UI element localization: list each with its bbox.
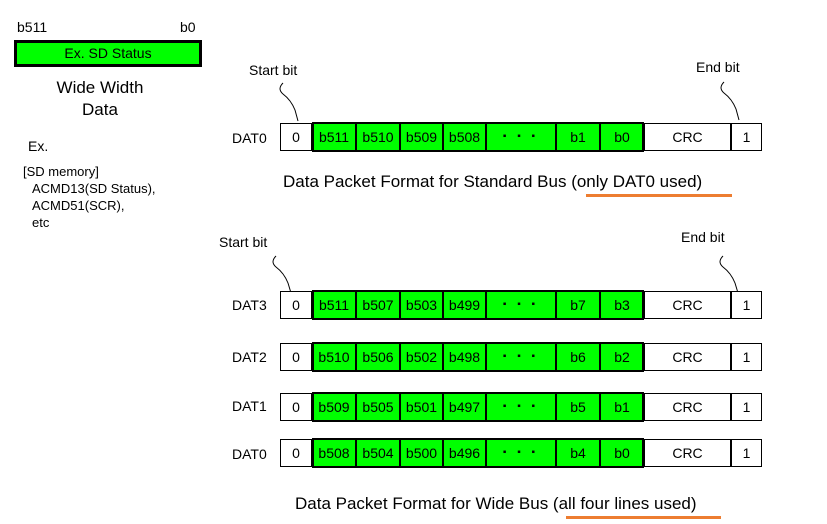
sd-status-box: Ex. SD Status	[14, 40, 202, 67]
wide-row-label: DAT3	[232, 297, 267, 313]
data-bit-cell: b506	[356, 343, 400, 371]
wide-row-label: DAT0	[232, 446, 267, 462]
wide-caption-note: (all four lines used)	[552, 494, 697, 513]
ellipsis-cell: ▪ ▪ ▪	[486, 123, 556, 151]
data-bit-cell: b502	[400, 343, 443, 371]
standard-start-pointer	[279, 82, 299, 122]
start-bit-cell: 0	[280, 393, 312, 421]
data-bit-cell: b3	[600, 291, 644, 319]
example-line-3: etc	[32, 215, 50, 230]
crc-cell: CRC	[644, 343, 731, 371]
data-bit-cell: b2	[600, 343, 644, 371]
wide-end-bit-label: End bit	[681, 229, 725, 245]
data-bit-cell: b503	[400, 291, 443, 319]
wide-start-pointer	[272, 255, 292, 294]
crc-cell: CRC	[644, 439, 731, 467]
ellipsis-cell: ▪ ▪ ▪	[486, 291, 556, 319]
data-bit-cell: b7	[556, 291, 600, 319]
standard-caption: Data Packet Format for Standard Bus (onl…	[283, 172, 702, 192]
data-bit-cell: b508	[312, 439, 356, 467]
data-bit-cell: b507	[356, 291, 400, 319]
data-bit-cell: b511	[312, 123, 356, 151]
end-bit-cell: 1	[731, 393, 762, 421]
start-bit-cell: 0	[280, 123, 312, 151]
end-bit-cell: 1	[731, 291, 762, 319]
data-bit-cell: b1	[600, 393, 644, 421]
bit-high-label: b511	[17, 19, 48, 35]
data-bit-cell: b505	[356, 393, 400, 421]
data-bit-cell: b0	[600, 439, 644, 467]
wide-row-label: DAT2	[232, 349, 267, 365]
standard-end-pointer	[720, 81, 740, 121]
data-bit-cell: b508	[443, 123, 486, 151]
ellipsis-cell: ▪ ▪ ▪	[486, 393, 556, 421]
bit-low-label: b0	[180, 19, 196, 35]
data-bit-cell: b496	[443, 439, 486, 467]
standard-end-bit-label: End bit	[696, 59, 740, 75]
data-bit-cell: b509	[400, 123, 443, 151]
data-bit-cell: b511	[312, 291, 356, 319]
data-bit-cell: b498	[443, 343, 486, 371]
wide-width-line2: Data	[82, 100, 118, 119]
data-bit-cell: b510	[312, 343, 356, 371]
end-bit-cell: 1	[731, 123, 762, 151]
data-bit-cell: b4	[556, 439, 600, 467]
data-bit-cell: b504	[356, 439, 400, 467]
wide-start-bit-label: Start bit	[219, 234, 268, 250]
wide-end-pointer	[719, 255, 739, 294]
example-line-1: ACMD13(SD Status),	[32, 181, 156, 196]
wide-packet-dat1: 0 b509 b505 b501 b497 ▪ ▪ ▪ b5 b1 CRC 1	[280, 392, 762, 422]
ellipsis-cell: ▪ ▪ ▪	[486, 343, 556, 371]
wide-packet-dat0: 0 b508 b504 b500 b496 ▪ ▪ ▪ b4 b0 CRC 1	[280, 438, 762, 468]
data-bit-cell: b510	[356, 123, 400, 151]
crc-cell: CRC	[644, 393, 731, 421]
start-bit-cell: 0	[280, 291, 312, 319]
wide-packet-dat3: 0 b511 b507 b503 b499 ▪ ▪ ▪ b7 b3 CRC 1	[280, 290, 762, 320]
standard-row-label: DAT0	[232, 130, 267, 146]
data-bit-cell: b499	[443, 291, 486, 319]
start-bit-cell: 0	[280, 343, 312, 371]
wide-caption-main: Data Packet Format for Wide Bus	[295, 494, 553, 513]
data-bit-cell: b1	[556, 123, 600, 151]
example-line-0: [SD memory]	[23, 164, 99, 179]
ellipsis-cell: ▪ ▪ ▪	[486, 439, 556, 467]
standard-caption-underline	[586, 194, 732, 197]
crc-cell: CRC	[644, 123, 731, 151]
data-bit-cell: b500	[400, 439, 443, 467]
example-line-2: ACMD51(SCR),	[32, 198, 125, 213]
standard-packet: 0 b511 b510 b509 b508 ▪ ▪ ▪ b1 b0 CRC 1	[280, 122, 762, 152]
data-bit-cell: b6	[556, 343, 600, 371]
crc-cell: CRC	[644, 291, 731, 319]
example-label: Ex.	[28, 138, 49, 154]
standard-caption-note: (only DAT0 used)	[571, 172, 703, 191]
end-bit-cell: 1	[731, 439, 762, 467]
wide-width-line1: Wide Width	[56, 78, 144, 97]
wide-row-label: DAT1	[232, 398, 267, 414]
wide-packet-dat2: 0 b510 b506 b502 b498 ▪ ▪ ▪ b6 b2 CRC 1	[280, 342, 762, 372]
end-bit-cell: 1	[731, 343, 762, 371]
start-bit-cell: 0	[280, 439, 312, 467]
data-bit-cell: b501	[400, 393, 443, 421]
data-bit-cell: b497	[443, 393, 486, 421]
data-bit-cell: b509	[312, 393, 356, 421]
wide-caption-underline	[566, 516, 721, 519]
data-bit-cell: b5	[556, 393, 600, 421]
wide-caption: Data Packet Format for Wide Bus (all fou…	[295, 494, 697, 514]
data-bit-cell: b0	[600, 123, 644, 151]
standard-caption-main: Data Packet Format for Standard Bus	[283, 172, 572, 191]
standard-start-bit-label: Start bit	[249, 62, 298, 78]
